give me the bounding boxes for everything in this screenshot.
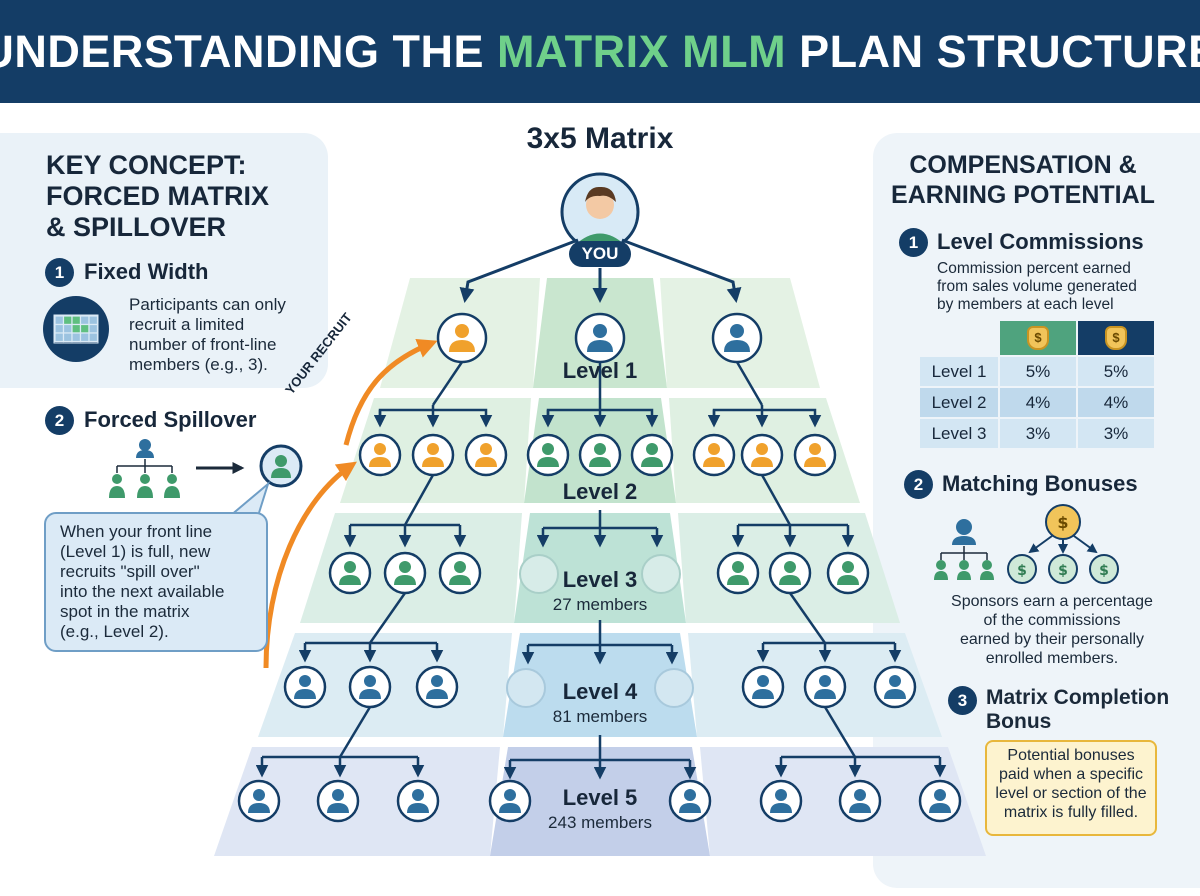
step-1-title: Fixed Width <box>84 259 209 284</box>
level-5-center-band <box>490 747 710 856</box>
text-line: Potential bonuses <box>1007 747 1135 764</box>
spillover-arrow-upper <box>343 338 438 446</box>
title-line: COMPENSATION & <box>909 151 1137 179</box>
text-line: Sponsors earn a percentage <box>951 593 1153 610</box>
svg-text:$: $ <box>1099 563 1109 579</box>
money-bag-icon: $ <box>1105 326 1127 350</box>
plan-a-header: $ <box>1000 321 1076 355</box>
page-header: UNDERSTANDING THE MATRIX MLM PLAN STRUCT… <box>0 0 1200 103</box>
comp-step-1-number: 1 <box>899 228 928 257</box>
row-value: 3% <box>1078 419 1154 448</box>
text-line: enrolled members. <box>985 650 1119 667</box>
level-5-members-count: 243 members <box>548 813 652 832</box>
row-value: 3% <box>1000 419 1076 448</box>
table-corner <box>920 321 998 355</box>
plan-b-header: $ <box>1078 321 1154 355</box>
row-value: 5% <box>1000 357 1076 386</box>
step-1-number: 1 <box>45 258 74 287</box>
text-line: (Level 1) is full, new <box>60 542 211 561</box>
level-3-members-count: 27 members <box>552 595 648 614</box>
text-line: into the next available <box>60 582 225 601</box>
you-badge: YOU <box>569 241 631 267</box>
compensation-title: COMPENSATION & EARNING POTENTIAL <box>873 150 1173 210</box>
spillover-callout: When your front line (Level 1) is full, … <box>44 512 268 652</box>
row-value: 5% <box>1078 357 1154 386</box>
comp-step-2-number: 2 <box>904 470 933 499</box>
key-concept-line: KEY CONCEPT: <box>46 150 247 180</box>
text-line: of the commissions <box>983 612 1121 629</box>
title-line: Matrix Completion <box>986 686 1170 709</box>
row-value: 4% <box>1000 388 1076 417</box>
commission-table: $ $ Level 1 5% 5% Level 2 4% 4% Level 3 … <box>918 319 1156 450</box>
key-concept-title: KEY CONCEPT: FORCED MATRIX & SPILLOVER <box>46 150 269 243</box>
step-1-text: Participants can only recruit a limited … <box>129 295 286 375</box>
svg-text:$: $ <box>1057 513 1068 532</box>
title-suffix: PLAN STRUCTURE <box>786 25 1200 77</box>
text-line: number of front-line <box>129 335 277 354</box>
level-2-label: Level 2 <box>562 479 638 504</box>
level-2-members <box>358 433 837 477</box>
text-line: (e.g., Level 2). <box>60 622 169 641</box>
matching-bonuses-text: Sponsors earn a percentage of the commis… <box>922 592 1182 668</box>
row-level: Level 1 <box>920 357 998 386</box>
row-level: Level 3 <box>920 419 998 448</box>
money-bag-tree-icon: $ $ $ $ <box>1007 504 1119 584</box>
text-line: members (e.g., 3). <box>129 355 268 374</box>
matrix-title: 3x5 Matrix <box>526 122 674 155</box>
key-concept-line: FORCED MATRIX <box>46 181 269 211</box>
matching-bonuses-title: Matching Bonuses <box>942 471 1138 496</box>
table-row: Level 1 5% 5% <box>920 357 1154 386</box>
table-row: Level 2 4% 4% <box>920 388 1154 417</box>
matching-org-icon <box>934 519 994 580</box>
level-1-label: Level 1 <box>562 358 638 383</box>
title-line: EARNING POTENTIAL <box>891 181 1155 209</box>
title-prefix: UNDERSTANDING THE <box>0 25 498 77</box>
you-avatar <box>560 172 640 252</box>
level-3-members <box>328 551 870 595</box>
row-value: 4% <box>1078 388 1154 417</box>
level-4-label: Level 4 <box>562 679 638 704</box>
title-line: Bonus <box>986 710 1052 733</box>
level-commissions-title: Level Commissions <box>937 229 1144 254</box>
page-title: UNDERSTANDING THE MATRIX MLM PLAN STRUCT… <box>0 26 1200 78</box>
money-bag-icon: $ <box>1027 326 1049 350</box>
org-chart-icon <box>109 439 180 498</box>
level-5-members <box>237 779 962 823</box>
text-line: Participants can only <box>129 295 286 314</box>
step-2-number: 2 <box>45 406 74 435</box>
grid-icon <box>43 296 109 362</box>
level-3-center-band <box>514 513 686 623</box>
text-line: recruit a limited <box>129 315 245 334</box>
row-level: Level 2 <box>920 388 998 417</box>
level-5-label: Level 5 <box>562 785 638 810</box>
level-1-member <box>711 312 763 364</box>
step-2-title: Forced Spillover <box>84 407 257 432</box>
level-3-label: Level 3 <box>562 567 638 592</box>
key-concept-line: & SPILLOVER <box>46 212 227 242</box>
text-line: spot in the matrix <box>60 602 190 621</box>
text-line: When your front line <box>60 522 213 541</box>
level-4-center-band <box>503 633 697 737</box>
level-1-member <box>436 312 488 364</box>
level-1-member <box>574 312 626 364</box>
text-line: matrix is fully filled. <box>1003 804 1139 821</box>
svg-text:$: $ <box>1017 563 1027 579</box>
level-commissions-text: Commission percent earned from sales vol… <box>937 260 1137 314</box>
text-line: recruits "spill over" <box>60 562 200 581</box>
completion-bonus-callout: Potential bonuses paid when a specific l… <box>985 740 1157 836</box>
svg-text:$: $ <box>1058 563 1068 579</box>
text-line: paid when a specific <box>998 766 1144 783</box>
title-accent: MATRIX MLM <box>497 25 787 77</box>
text-line: earned by their personally <box>959 631 1145 648</box>
level-4-members-count: 81 members <box>552 707 648 726</box>
completion-bonus-title: Matrix Completion Bonus <box>986 686 1169 734</box>
table-row: Level 3 3% 3% <box>920 419 1154 448</box>
text-line: by members at each level <box>937 296 1114 313</box>
text-line: from sales volume generated <box>937 278 1137 295</box>
comp-step-3-number: 3 <box>948 686 977 715</box>
text-line: Commission percent earned <box>937 260 1131 277</box>
spillover-recruit-avatar <box>259 444 303 488</box>
text-line: level or section of the <box>995 785 1147 802</box>
